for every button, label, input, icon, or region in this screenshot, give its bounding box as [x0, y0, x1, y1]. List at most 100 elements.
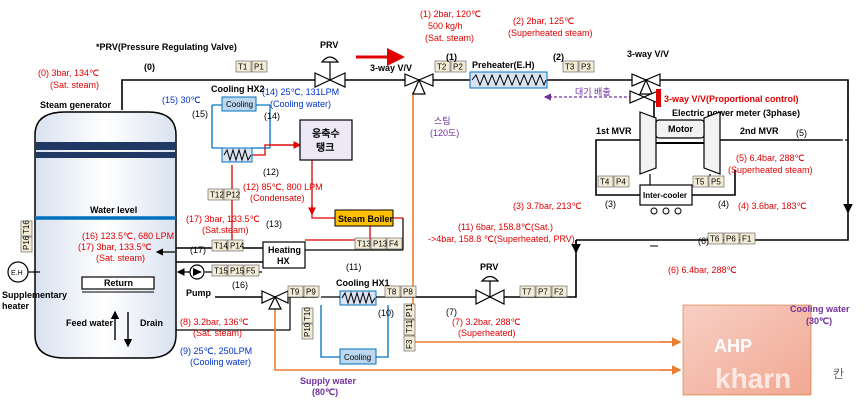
sensor-t11: T11 [403, 319, 416, 336]
state-14-a: (14) 25℃, 131LPM [262, 87, 339, 97]
sensor-p1-label: P1 [254, 63, 264, 72]
state-4-num: (4) [718, 199, 729, 209]
cooling-hx1 [339, 290, 377, 365]
state-3-num: (3) [605, 199, 616, 209]
sensor-f3-label: F3 [405, 339, 414, 349]
sensor-p3: P3 [578, 60, 595, 73]
state-15-num: (15) [192, 109, 208, 119]
state-0-a: (0) 3bar, 134℃ [38, 68, 99, 78]
state-8-a: (8) 3.2bar, 136℃ [180, 317, 249, 327]
sensor-t10-label: T10 [303, 307, 312, 321]
intercooler-label: Inter-cooler [643, 191, 687, 200]
state-0-num: (0) [144, 62, 155, 72]
power-meter-label: Electric power meter (3phase) [672, 108, 800, 118]
steam-generator-label: Steam generator [40, 100, 112, 110]
electric-heater [7, 261, 40, 283]
cooling-top-label: Cooling [226, 100, 253, 109]
sensor-t8: T8 [384, 285, 401, 298]
sensor-f1-label: F1 [742, 235, 752, 244]
sensor-p7: P7 [535, 285, 552, 298]
second-mvr-label: 2nd MVR [740, 126, 779, 136]
state-6-num: (6) [698, 236, 709, 246]
sensor-t5: T5 [692, 175, 709, 188]
sensor-t1-label: T1 [238, 63, 248, 72]
ahp-label: AHP [714, 336, 752, 356]
condensate-tank-label-1: 응축수 [312, 127, 340, 140]
eh-label: E.H [11, 270, 23, 277]
state-13-num: (13) [266, 219, 282, 229]
sensor-t4-label: T4 [600, 178, 610, 187]
sensor-t15-label: T15 [214, 267, 228, 276]
state-11-a: (11) 6bar, 158.8℃(Sat.) [458, 222, 553, 232]
preheater [469, 71, 548, 89]
three-way-valve-2[interactable] [631, 73, 661, 95]
sensor-p4-label: P4 [616, 178, 626, 187]
water-level-label: Water level [90, 205, 137, 215]
three-way-prop-valve[interactable] [629, 89, 661, 107]
sensor-f2-label: F2 [554, 288, 564, 297]
sensor-p6: P6 [723, 232, 740, 245]
heating-hx [262, 241, 306, 269]
sensor-p10-label: P10 [303, 322, 312, 337]
sensor-p11-label: P11 [405, 303, 414, 317]
condensate-tank-label-2: 탱크 [316, 141, 334, 154]
feed-water-label: Feed water [66, 318, 114, 328]
sensor-p14-label: P14 [230, 242, 245, 251]
drain-label: Drain [140, 318, 163, 328]
three-way-valve-1[interactable] [404, 73, 434, 95]
preheater-label: Preheater(E.H) [472, 60, 535, 70]
state-1617-b: (17) 3bar, 133.5℃ [78, 242, 152, 252]
sensor-p12: P12 [223, 188, 241, 201]
steam-note-2: (120도) [430, 128, 459, 138]
three-way-valve-bottom[interactable] [261, 290, 289, 310]
state-2-a: (2) 2bar, 125℃ [513, 16, 574, 26]
sensor-f5: F5 [243, 264, 260, 277]
state-16-num: (16) [232, 280, 248, 290]
sensor-t3-label: T3 [565, 63, 575, 72]
sensor-p4: P4 [613, 175, 630, 188]
state-7-num: (7) [446, 307, 457, 317]
sensor-p14: P14 [227, 239, 245, 252]
ahp-unit [682, 304, 812, 396]
sensor-t16-label: T16 [22, 220, 31, 234]
sensor-t9-label: T9 [290, 288, 300, 297]
cooling-bottom-label: Cooling [344, 353, 371, 362]
prv-top-valve[interactable] [314, 56, 346, 88]
sensor-p8: P8 [400, 285, 417, 298]
state-10-num: (10) [378, 308, 394, 318]
supply-water-label-2: (80℃) [312, 387, 338, 397]
sensor-t12-label: T12 [210, 191, 224, 200]
sensor-t3: T3 [562, 60, 579, 73]
pump-label: Pump [186, 288, 212, 298]
sensor-t2: T2 [434, 60, 451, 73]
steam-note-1: 스팀 [434, 115, 451, 126]
state-1617-a: (16) 123.5℃, 680 LPM [82, 231, 174, 241]
sensor-t13-label: T13 [357, 240, 371, 249]
first-mvr-label: 1st MVR [596, 126, 632, 136]
three-way-prop-label: 3-way V/V(Proportional control) [664, 94, 799, 104]
three-way-valve-2-label: 3-way V/V [627, 49, 669, 59]
sensor-t5-label: T5 [695, 178, 705, 187]
sensor-p6-label: P6 [726, 235, 736, 244]
heating-hx-label-2: HX [277, 256, 290, 266]
pump [189, 264, 205, 280]
state-1617-c: (Sat. steam) [96, 253, 145, 263]
cooling-water-piping [211, 105, 389, 358]
state-5-num: (5) [796, 128, 807, 138]
state-12-num: (12) [263, 167, 279, 177]
state-12-a: (12) 85℃, 800 LPM [243, 182, 323, 192]
sensor-t2-label: T2 [437, 63, 447, 72]
state-1-num: (1) [446, 52, 457, 62]
sensor-p9-label: P9 [306, 288, 316, 297]
state-11-b: ->4bar, 158.8 ℃(Superheated, PRV) [428, 234, 575, 244]
cooling-hx1-label: Cooling HX1 [336, 278, 390, 288]
steam-boiler-label: Steam Boiler [338, 214, 394, 224]
prv-bottom-valve[interactable] [475, 275, 505, 305]
sensor-p15-label: P15 [230, 267, 245, 276]
sensor-f5-label: F5 [246, 267, 256, 276]
sensor-t12: T12 [207, 188, 224, 201]
state-7-a: (7) 3.2bar, 288℃ [452, 317, 521, 327]
intercooler [639, 184, 693, 215]
sensor-p2-label: P2 [453, 63, 463, 72]
